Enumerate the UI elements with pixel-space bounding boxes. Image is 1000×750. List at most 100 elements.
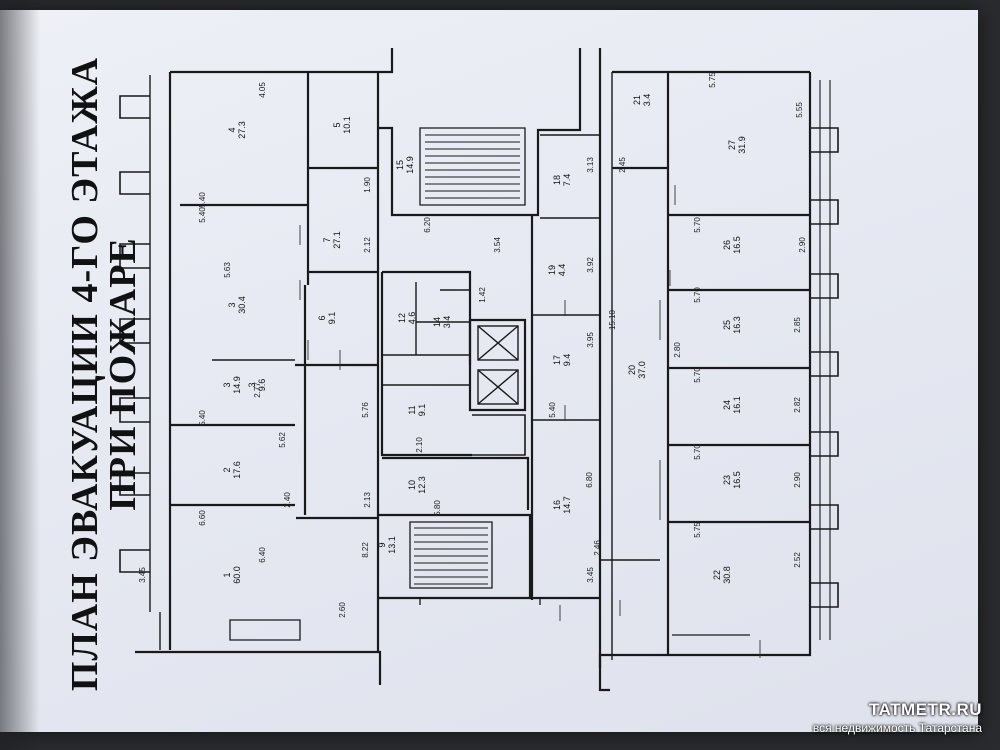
room-label: 217.6 xyxy=(222,461,242,479)
dimension-label: 5.40 xyxy=(548,402,557,418)
room-area: 37.0 xyxy=(637,361,647,379)
room-area: 12.3 xyxy=(417,476,427,494)
room-number: 3 xyxy=(247,382,257,387)
room-area: 31.9 xyxy=(737,136,747,154)
room-label: 427.3 xyxy=(227,121,247,139)
dimension-label: 6.20 xyxy=(423,217,432,233)
room-label: 330.4 xyxy=(227,296,247,314)
room-label: 510.1 xyxy=(332,116,352,134)
dimension-label: 3.45 xyxy=(138,567,147,583)
room-number: 10 xyxy=(407,480,417,490)
dimension-label: 2.77 xyxy=(253,382,262,398)
room-number: 25 xyxy=(722,320,732,330)
room-label: 160.0 xyxy=(222,566,242,584)
dimension-label: 2.40 xyxy=(283,492,292,508)
title-line-2: ПРИ ПОЖАРЕ xyxy=(102,237,144,511)
dimension-label: 5.70 xyxy=(693,287,702,303)
room-number: 20 xyxy=(627,365,637,375)
room-number: 14 xyxy=(432,317,442,327)
room-number: 22 xyxy=(712,570,722,580)
dimension-label: 3.95 xyxy=(586,332,595,348)
dimension-label: 3.54 xyxy=(493,237,502,253)
room-label: 187.4 xyxy=(552,174,572,187)
room-label: 143.4 xyxy=(432,316,452,329)
room-label: 39.6 xyxy=(247,379,267,392)
room-label: 213.4 xyxy=(632,94,652,107)
dimension-label: 15.10 xyxy=(608,309,617,330)
room-area: 14.7 xyxy=(562,496,572,514)
room-number: 12 xyxy=(397,313,407,323)
room-area: 16.5 xyxy=(732,236,742,254)
room-label: 2516.3 xyxy=(722,316,742,334)
dimension-label: 8.22 xyxy=(361,542,370,558)
room-area: 9.4 xyxy=(562,354,572,367)
dimension-label: 2.12 xyxy=(363,237,372,253)
room-area: 16.5 xyxy=(732,471,742,489)
dimension-label: 4.05 xyxy=(258,82,267,98)
room-number: 3 xyxy=(227,302,237,307)
walls xyxy=(119,48,839,692)
room-area: 10.1 xyxy=(342,116,352,134)
room-label: 2731.9 xyxy=(727,136,747,154)
watermark-site: TATMETR.RU xyxy=(869,700,982,719)
dimension-label: 6.40 xyxy=(258,547,267,563)
dimension-label: 2.85 xyxy=(793,317,802,333)
room-label: 124.6 xyxy=(397,312,417,325)
room-area: 14.9 xyxy=(232,376,242,394)
dimension-label: 2.80 xyxy=(673,342,682,358)
room-area: 4.4 xyxy=(557,264,567,277)
room-number: 18 xyxy=(552,175,562,185)
dimension-label: 5.80 xyxy=(433,500,442,516)
room-number: 19 xyxy=(547,265,557,275)
room-area: 30.8 xyxy=(722,566,732,584)
room-label: 913.1 xyxy=(377,536,397,554)
room-number: 7 xyxy=(322,237,332,242)
watermark: TATMETR.RU вся недвижимость Татарстана xyxy=(813,700,982,735)
dimension-ticks xyxy=(299,185,761,658)
room-area: 3.4 xyxy=(442,316,452,329)
evacuation-plan-sheet xyxy=(0,10,978,732)
dimension-label: 2.90 xyxy=(793,472,802,488)
room-label: 2616.5 xyxy=(722,236,742,254)
dimension-label: 2.82 xyxy=(793,397,802,413)
room-label: 314.9 xyxy=(222,376,242,394)
room-area: 9.1 xyxy=(417,404,427,417)
sheet-edge-shadow xyxy=(0,0,40,750)
room-label: 2230.8 xyxy=(712,566,732,584)
room-number: 9 xyxy=(377,542,387,547)
dimension-label: 3.45 xyxy=(586,567,595,583)
room-label: 69.1 xyxy=(317,312,337,325)
room-area: 30.4 xyxy=(237,296,247,314)
dimension-label: 2.13 xyxy=(363,492,372,508)
dimension-labels: 3.456.406.605.405.405.405.634.052.775.62… xyxy=(138,72,807,618)
room-area: 27.3 xyxy=(237,121,247,139)
room-area: 9.6 xyxy=(257,379,267,392)
room-area: 3.4 xyxy=(642,94,652,107)
plan-title: ПЛАН ЭВАКУАЦИИ 4-ГО ЭТАЖА ПРИ ПОЖАРЕ xyxy=(64,57,144,691)
dimension-label: 3.92 xyxy=(586,257,595,273)
room-number: 4 xyxy=(227,127,237,132)
room-number: 6 xyxy=(317,315,327,320)
dimension-label: 2.52 xyxy=(793,552,802,568)
dimension-label: 5.55 xyxy=(795,102,804,118)
dimension-label: 5.76 xyxy=(361,402,370,418)
stair-treads xyxy=(414,134,520,585)
dimension-label: 5.40 xyxy=(198,192,207,208)
dimension-label: 3.13 xyxy=(586,157,595,173)
dimension-label: 2.45 xyxy=(618,157,627,173)
dimension-label: 1.42 xyxy=(478,287,487,303)
dimension-label: 2.46 xyxy=(593,540,602,556)
dimension-label: 2.60 xyxy=(338,602,347,618)
room-label: 194.4 xyxy=(547,264,567,277)
room-number: 16 xyxy=(552,500,562,510)
room-area: 16.3 xyxy=(732,316,742,334)
room-number: 1 xyxy=(222,572,232,577)
room-area: 4.6 xyxy=(407,312,417,325)
room-number: 17 xyxy=(552,355,562,365)
dimension-label: 6.60 xyxy=(198,510,207,526)
room-label: 1514.9 xyxy=(395,156,415,174)
dimension-label: 5.70 xyxy=(693,217,702,233)
